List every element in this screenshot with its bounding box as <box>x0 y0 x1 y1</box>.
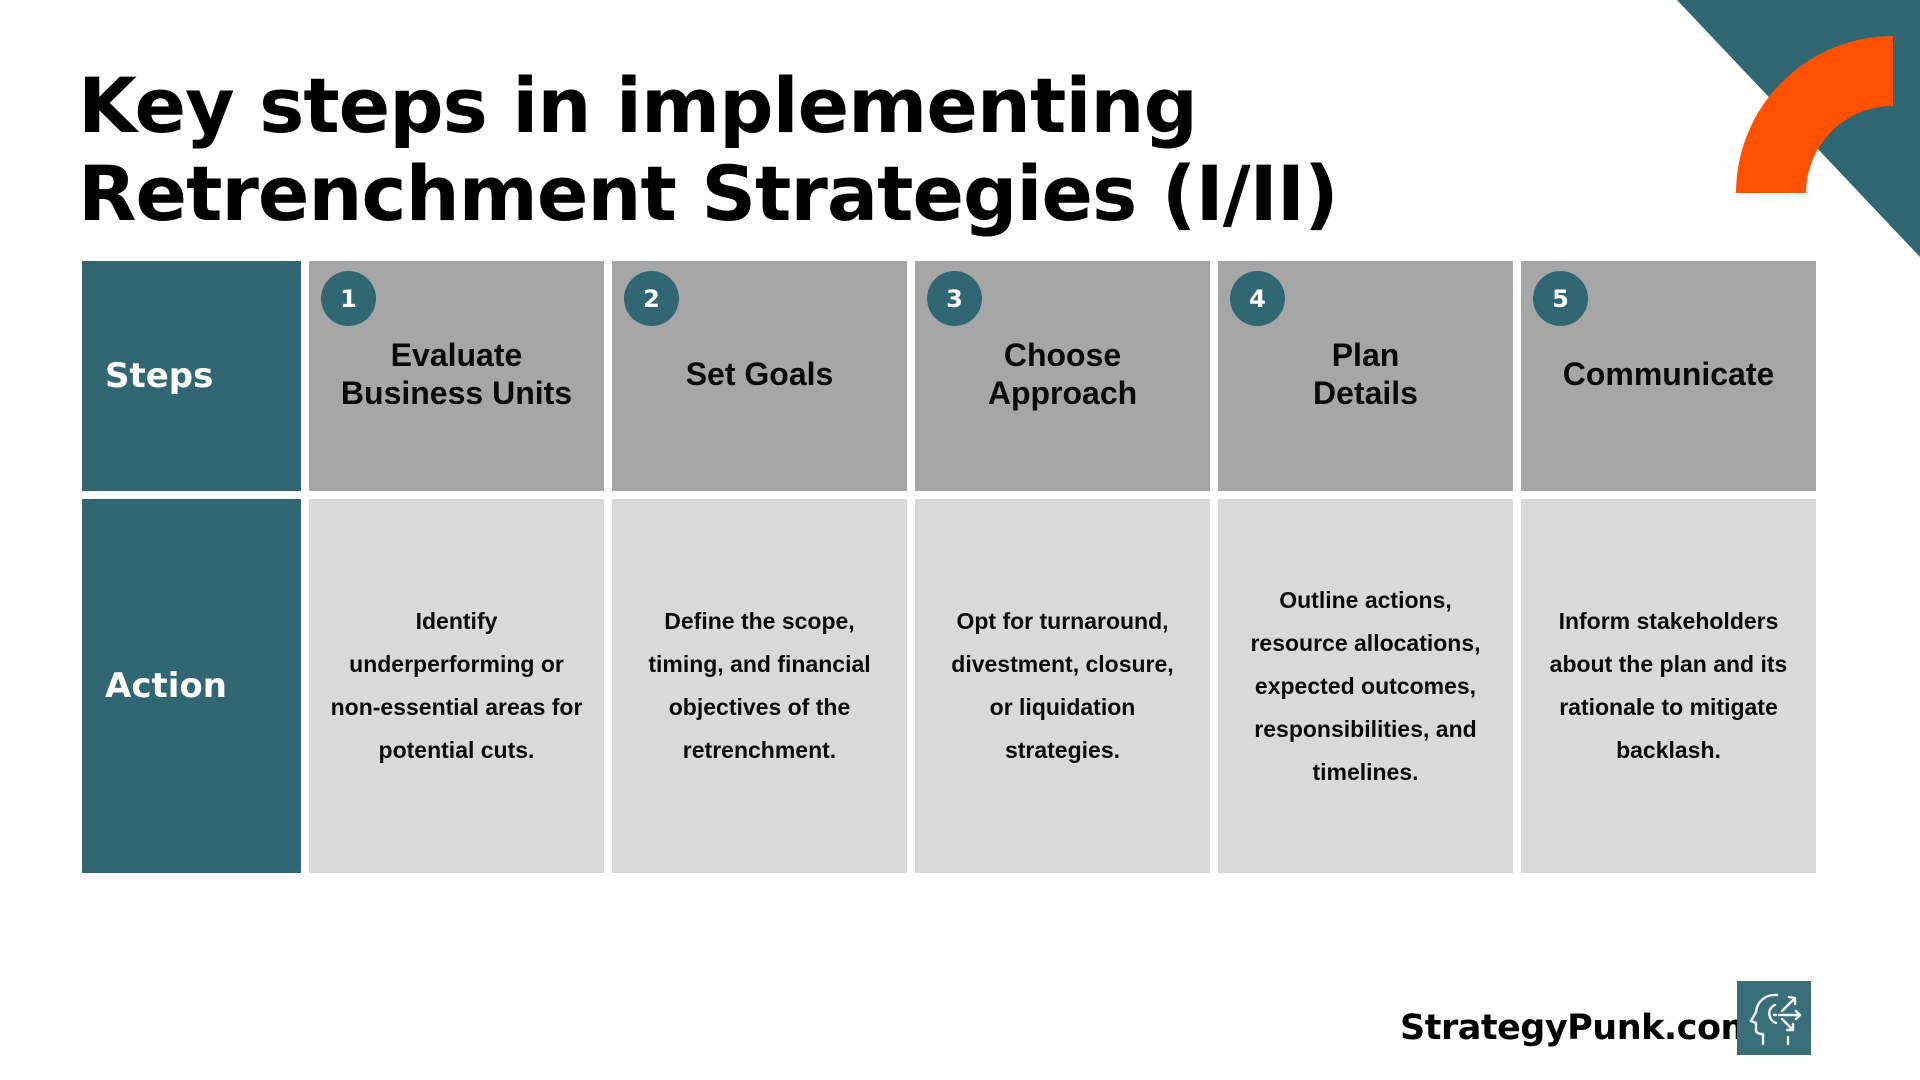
step-title: Plan Details <box>1313 337 1418 411</box>
page-title: Key steps in implementing Retrenchment S… <box>78 61 1339 238</box>
head-strategy-arrows-icon <box>1749 993 1802 1046</box>
step-header-2: 2 Set Goals <box>612 261 907 491</box>
teal-triangle-shape <box>1677 0 1920 257</box>
logo <box>1737 981 1811 1055</box>
action-text: Opt for turnaround, divestment, closure,… <box>951 608 1174 763</box>
step-number-badge: 1 <box>321 271 376 326</box>
step-header-3: 3 Choose Approach <box>915 261 1210 491</box>
step-number-badge: 5 <box>1533 271 1588 326</box>
action-text: Identify underperforming or non-essentia… <box>330 608 583 763</box>
row-label-text: Action <box>105 666 227 706</box>
action-cell-5: Inform stakeholders about the plan and i… <box>1521 499 1816 873</box>
step-title: Evaluate Business Units <box>340 337 573 411</box>
step-header-5: 5 Communicate <box>1521 261 1816 491</box>
action-text: Outline actions, resource allocations, e… <box>1250 586 1481 785</box>
action-cell-3: Opt for turnaround, divestment, closure,… <box>915 499 1210 873</box>
step-title: Set Goals <box>685 356 834 392</box>
brand-link[interactable]: StrategyPunk.com <box>1400 1008 1757 1048</box>
step-number-badge: 4 <box>1230 271 1285 326</box>
step-header-4: 4 Plan Details <box>1218 261 1513 491</box>
step-title: Communicate <box>1562 356 1775 392</box>
action-cell-4: Outline actions, resource allocations, e… <box>1218 499 1513 873</box>
orange-arc-shape <box>1736 36 1893 193</box>
step-number-badge: 2 <box>624 271 679 326</box>
action-text: Inform stakeholders about the plan and i… <box>1549 608 1788 763</box>
action-cell-1: Identify underperforming or non-essentia… <box>309 499 604 873</box>
steps-table: Steps 1 Evaluate Business Units 2 Set Go… <box>82 261 1816 873</box>
action-text: Define the scope, timing, and financial … <box>648 608 871 763</box>
row-label-steps: Steps <box>82 261 301 491</box>
action-cell-2: Define the scope, timing, and financial … <box>612 499 907 873</box>
step-number-badge: 3 <box>927 271 982 326</box>
row-label-text: Steps <box>105 356 214 396</box>
step-title: Choose Approach <box>987 337 1138 411</box>
row-label-action: Action <box>82 499 301 873</box>
step-header-1: 1 Evaluate Business Units <box>309 261 604 491</box>
